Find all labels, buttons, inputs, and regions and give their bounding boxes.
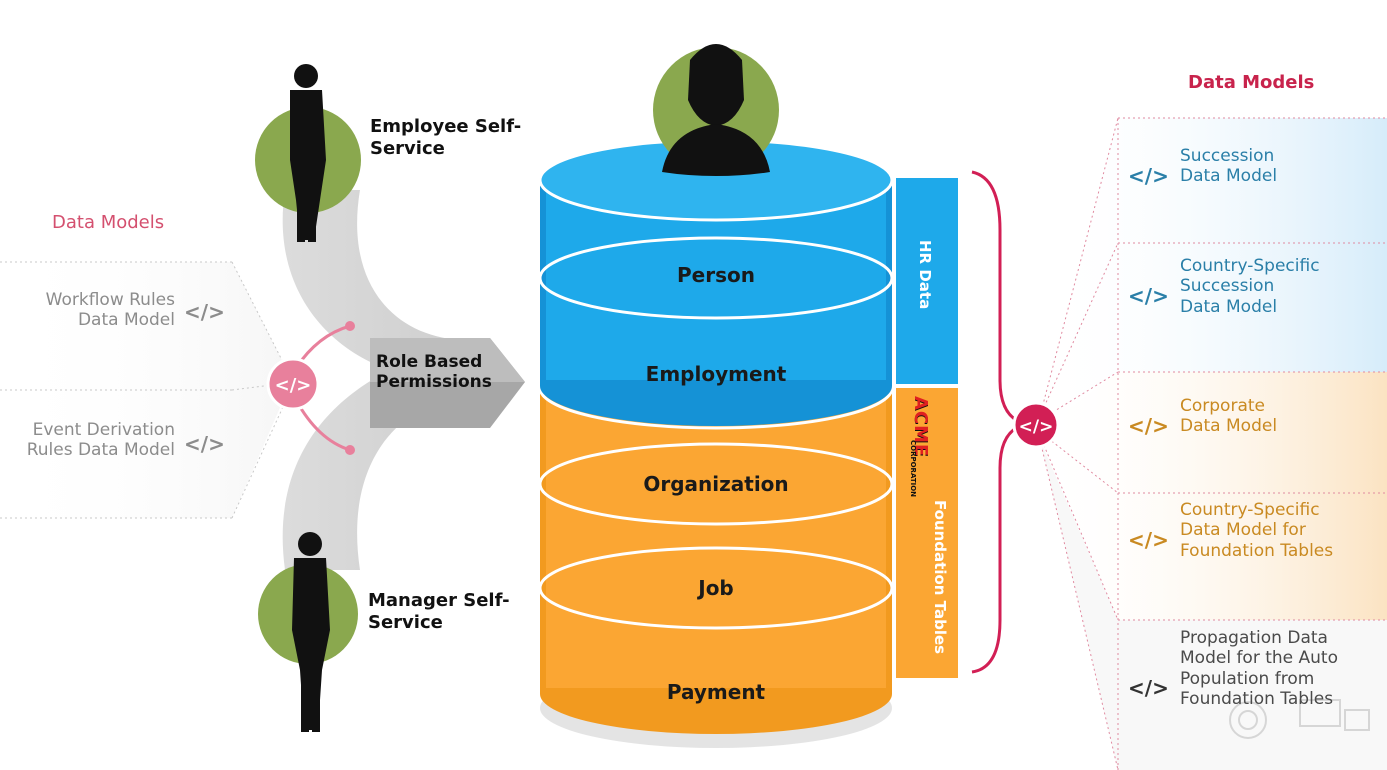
acme-logo-sub: CORPORATION xyxy=(909,440,917,498)
code-icon: </> xyxy=(1128,164,1169,188)
right-model-line: Succession xyxy=(1180,276,1275,297)
watermark-icon xyxy=(1229,699,1370,739)
right-model-line: Foundation Tables xyxy=(1180,540,1334,561)
pink-node-top xyxy=(345,321,355,331)
database-cylinder xyxy=(538,138,894,748)
code-icon: </> xyxy=(1128,676,1169,700)
layer-payment: Payment xyxy=(666,680,766,704)
foundation-tables-label: Foundation Tables xyxy=(931,500,949,655)
right-model-line: Succession xyxy=(1180,146,1275,166)
foundation-tables-tab xyxy=(896,388,958,678)
right-model-line: Data Model xyxy=(1180,166,1278,187)
code-icon: </> xyxy=(1128,414,1169,438)
role-based-permissions-label: Role Based Permissions xyxy=(376,352,492,393)
right-model-line: Country-Specific xyxy=(1180,256,1320,276)
svg-text:</>: </> xyxy=(1019,417,1054,437)
employee-self-service-label: Employee Self- Service xyxy=(370,116,522,159)
left-model-workflow: Workflow Rules Data Model xyxy=(45,290,175,331)
layer-organization: Organization xyxy=(643,472,789,496)
right-model-line: Country-Specific xyxy=(1180,500,1320,520)
right-model-line: Corporate xyxy=(1180,396,1265,416)
left-models-title: Data Models xyxy=(52,212,165,233)
right-model-line: Population from xyxy=(1180,668,1315,689)
layer-employment: Employment xyxy=(645,362,787,386)
code-icon: </> xyxy=(1128,284,1169,308)
right-model-line: Model for the Auto xyxy=(1180,648,1338,669)
top-person-icon xyxy=(653,44,779,176)
right-model-line: Data Model xyxy=(1180,416,1278,437)
layer-job: Job xyxy=(698,576,734,600)
right-model-line: Foundation Tables xyxy=(1180,689,1334,710)
right-code-hub-icon xyxy=(1012,401,1060,449)
right-model-line: Propagation Data xyxy=(1180,628,1328,648)
code-icon: </> xyxy=(184,300,225,324)
right-models-title: Data Models xyxy=(1188,72,1315,93)
left-model-event: Event Derivation Rules Data Model xyxy=(26,420,175,461)
pink-node-bottom xyxy=(345,445,355,455)
hr-data-tab xyxy=(896,178,958,384)
hr-data-label: HR Data xyxy=(916,240,934,310)
layer-person: Person xyxy=(677,263,755,287)
manager-person-icon xyxy=(258,532,358,732)
left-code-hub-icon xyxy=(266,357,320,411)
right-models-panel xyxy=(1039,117,1387,770)
left-models-panel xyxy=(0,261,292,519)
employee-person-icon xyxy=(255,64,361,242)
code-icon: </> xyxy=(184,432,225,456)
right-model-line: Data Model xyxy=(1180,296,1278,317)
code-icon: </> xyxy=(1128,528,1169,552)
acme-logo: ACME xyxy=(910,396,931,458)
right-model-line: Data Model for xyxy=(1180,520,1306,541)
svg-text:</>: </> xyxy=(275,375,312,396)
role-flow-arc xyxy=(282,190,460,570)
manager-self-service-label: Manager Self- Service xyxy=(368,590,510,633)
